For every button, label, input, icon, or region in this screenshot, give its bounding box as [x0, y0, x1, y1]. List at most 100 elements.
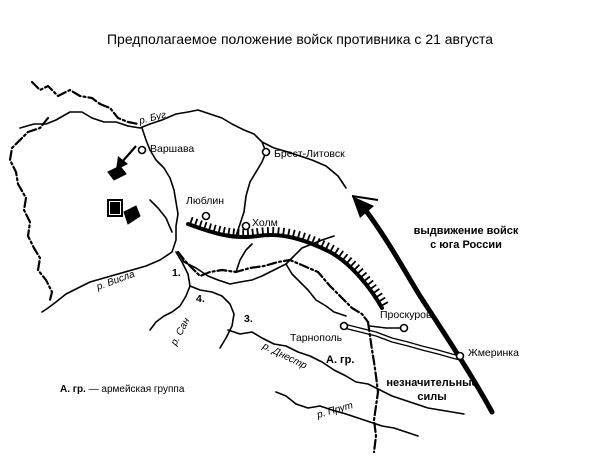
river-san [149, 251, 191, 331]
river-dniester [227, 329, 465, 415]
city-label-warsaw: Варшава [150, 143, 194, 155]
front-hatch-tick [315, 238, 321, 247]
river-san-branch [189, 285, 235, 349]
army-symbol-1 [107, 165, 127, 181]
river-label-prut: р. Прут [315, 400, 354, 421]
front-hatch-tick [337, 250, 344, 258]
front-hatch-tick [306, 234, 311, 243]
front-hatch-tick [193, 218, 199, 227]
legend-text: — армейская группа [86, 384, 185, 395]
city-label-tarnopol: Тарнополь [290, 332, 343, 344]
minor-forces-label-line-2: силы [417, 391, 446, 403]
front-hatch-tick [261, 227, 264, 236]
front-hatch-tick [375, 292, 383, 299]
front-hatch-tick [301, 232, 306, 241]
army-symbols [107, 165, 141, 225]
river-tributary-6 [275, 391, 297, 405]
river-tributary-2 [149, 199, 173, 233]
river-label-san: р. Сан [168, 316, 192, 349]
city-label-kholm: Холм [252, 217, 278, 229]
river-prut [295, 403, 419, 437]
city-label-brest: Брест-Литовск [274, 148, 345, 160]
border-north-east [98, 102, 140, 126]
army-group-label: А. гр. [326, 354, 354, 366]
city-marker-zhmerinka [455, 351, 465, 361]
front-hatch-tick [356, 267, 364, 275]
front-hatch-tick [277, 227, 280, 236]
river-tributary-1 [285, 263, 347, 317]
railway-tarnopol-zhmerinka [343, 323, 461, 357]
front-hatch-tick [369, 283, 377, 291]
front-hatch-tick [227, 227, 231, 236]
front-line-hatching [189, 216, 389, 307]
advance-label-line-2: с юга России [430, 239, 502, 251]
city-label-proskurov: Проскуров [380, 309, 432, 321]
railway-tarnopol-zhmerinka-b [343, 327, 461, 361]
border-west [8, 116, 54, 302]
front-hatch-tick [372, 288, 380, 295]
city-label-lublin: Люблин [186, 195, 224, 207]
river-bug [19, 109, 267, 153]
front-hatch-tick [377, 296, 386, 303]
city-marker-lublin [201, 211, 211, 221]
front-hatch-tick [282, 227, 286, 236]
front-hatch-tick [291, 229, 296, 238]
front-hatch-tick [217, 225, 222, 235]
legend: А. гр. — армейская группа [60, 384, 185, 395]
army-number-4: 4. [196, 293, 205, 305]
front-hatch-tick [380, 301, 389, 307]
city-marker-brest [261, 147, 271, 157]
front-hatch-tick [363, 275, 371, 283]
front-hatch-tick [256, 227, 259, 237]
city-marker-kholm [241, 221, 251, 231]
legend-abbr: А. гр. [60, 384, 86, 395]
front-hatch-tick [359, 271, 368, 279]
city-marker-tarnopol [339, 321, 349, 331]
advance-arrow [351, 195, 495, 415]
minor-forces-label-line-1: незначительные [386, 377, 477, 389]
city-marker-warsaw [137, 145, 147, 155]
river-tributary-4 [285, 235, 335, 265]
city-marker-proskurov [399, 323, 409, 333]
border-south [176, 250, 370, 324]
river-label-vistula: р. Висла [94, 269, 136, 293]
enemy-front-line [186, 222, 384, 310]
front-hatch-tick [203, 221, 208, 230]
railway-proskurov [369, 325, 405, 329]
front-hatch-tick [207, 223, 212, 232]
border-east [366, 320, 380, 454]
front-hatch-tick [366, 279, 374, 287]
map-title: Предполагаемое положение войск противник… [107, 31, 493, 47]
front-hatch-tick [251, 228, 255, 237]
front-hatch-tick [324, 242, 330, 251]
front-hatch-tick [189, 216, 194, 226]
front-hatch-tick [333, 247, 340, 256]
border-north [30, 80, 102, 106]
river-tributary-3 [261, 141, 347, 189]
advance-label-line-1: выдвижение войск [414, 225, 519, 237]
river-vistula [41, 127, 179, 313]
city-label-zhmerinka: Жмеринка [468, 347, 519, 359]
front-hatch-tick [329, 244, 335, 253]
front-hatch-tick [212, 224, 217, 233]
river-label-bug: р. Буг [137, 110, 167, 128]
front-hatch-tick [345, 257, 353, 265]
front-hatch-tick [349, 260, 357, 268]
front-hatch-tick [311, 236, 316, 245]
front-hatch-tick [232, 228, 235, 237]
river-vistula-upper [177, 251, 287, 285]
front-hatch-tick [198, 220, 203, 229]
army-symbol-2 [107, 199, 141, 225]
front-hatch-tick [341, 253, 349, 261]
front-hatch-tick [296, 231, 301, 240]
army-number-3: 3. [244, 313, 253, 325]
front-hatch-tick [353, 264, 361, 272]
river-tributary-5 [235, 243, 253, 273]
front-hatch-tick [222, 226, 226, 236]
army-number-1: 1. [172, 267, 181, 279]
front-hatch-tick [320, 240, 326, 249]
river-bug-south [235, 151, 267, 237]
front-hatch-tick [287, 228, 291, 237]
